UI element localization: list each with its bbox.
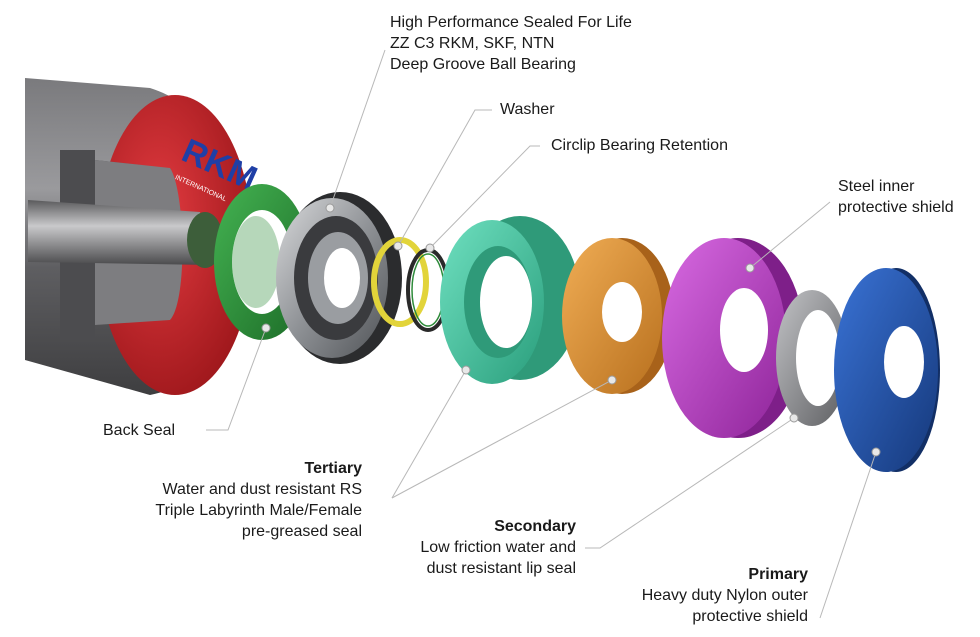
dot-circlip <box>425 243 435 253</box>
label-tertiary: Tertiary Water and dust resistant RS Tri… <box>155 458 362 542</box>
label-steel-shield-line-1: Steel inner <box>838 178 915 195</box>
label-primary: Primary Heavy duty Nylon outer protectiv… <box>642 564 808 627</box>
washer <box>371 237 429 327</box>
leader-steel-shield <box>749 201 831 269</box>
label-secondary: Secondary Low friction water and dust re… <box>420 516 576 579</box>
label-steel-shield: Steel inner protective shield <box>838 176 954 218</box>
dot-bearing <box>325 203 335 213</box>
marker-dots <box>261 203 881 457</box>
label-washer: Washer <box>500 101 555 118</box>
steel-inner-shield <box>662 238 804 438</box>
dot-gray-ring <box>789 413 799 423</box>
label-primary-line-2: protective shield <box>692 608 808 625</box>
dot-steel-shield <box>745 263 755 273</box>
label-circlip: Circlip Bearing Retention <box>551 137 728 154</box>
leader-tertiary-1 <box>391 369 467 499</box>
label-secondary-line-2: dust resistant lip seal <box>426 560 576 577</box>
leader-tertiary-2 <box>391 379 613 499</box>
leader-circlip <box>429 145 540 249</box>
gray-ring <box>776 290 848 426</box>
label-bearing-line-2: ZZ C3 RKM, SKF, NTN <box>390 35 555 52</box>
leader-secondary <box>585 417 795 549</box>
ball-bearing <box>276 192 402 364</box>
label-secondary-heading: Secondary <box>494 518 576 535</box>
leader-primary <box>819 451 877 619</box>
roller-shell <box>25 78 253 395</box>
dot-washer <box>393 241 403 251</box>
leader-bearing <box>329 49 386 209</box>
label-bearing: High Performance Sealed For Life ZZ C3 R… <box>390 12 632 75</box>
label-tertiary-line-1: Water and dust resistant RS <box>162 481 363 498</box>
label-bearing-line-3: Deep Groove Ball Bearing <box>390 56 576 73</box>
label-secondary-line-1: Low friction water and <box>420 539 576 556</box>
secondary-seal <box>562 238 674 394</box>
label-bearing-line-1: High Performance Sealed For Life <box>390 14 632 31</box>
shaft <box>28 200 210 265</box>
leader-back-seal <box>206 327 267 431</box>
label-steel-shield-line-2: protective shield <box>838 199 954 216</box>
label-back-seal: Back Seal <box>103 422 176 439</box>
label-tertiary-heading: Tertiary <box>304 460 362 477</box>
tertiary-seal <box>440 216 580 384</box>
label-primary-heading: Primary <box>748 566 808 583</box>
label-primary-line-1: Heavy duty Nylon outer <box>641 587 808 604</box>
dot-secondary <box>607 375 617 385</box>
label-tertiary-line-3: pre-greased seal <box>241 523 362 540</box>
dot-tertiary <box>461 365 471 375</box>
leader-washer <box>397 109 492 247</box>
leader-lines <box>206 49 877 619</box>
dot-back-seal <box>261 323 271 333</box>
primary-shield <box>834 268 940 472</box>
dot-primary <box>871 447 881 457</box>
label-tertiary-line-2: Triple Labyrinth Male/Female <box>155 502 362 519</box>
